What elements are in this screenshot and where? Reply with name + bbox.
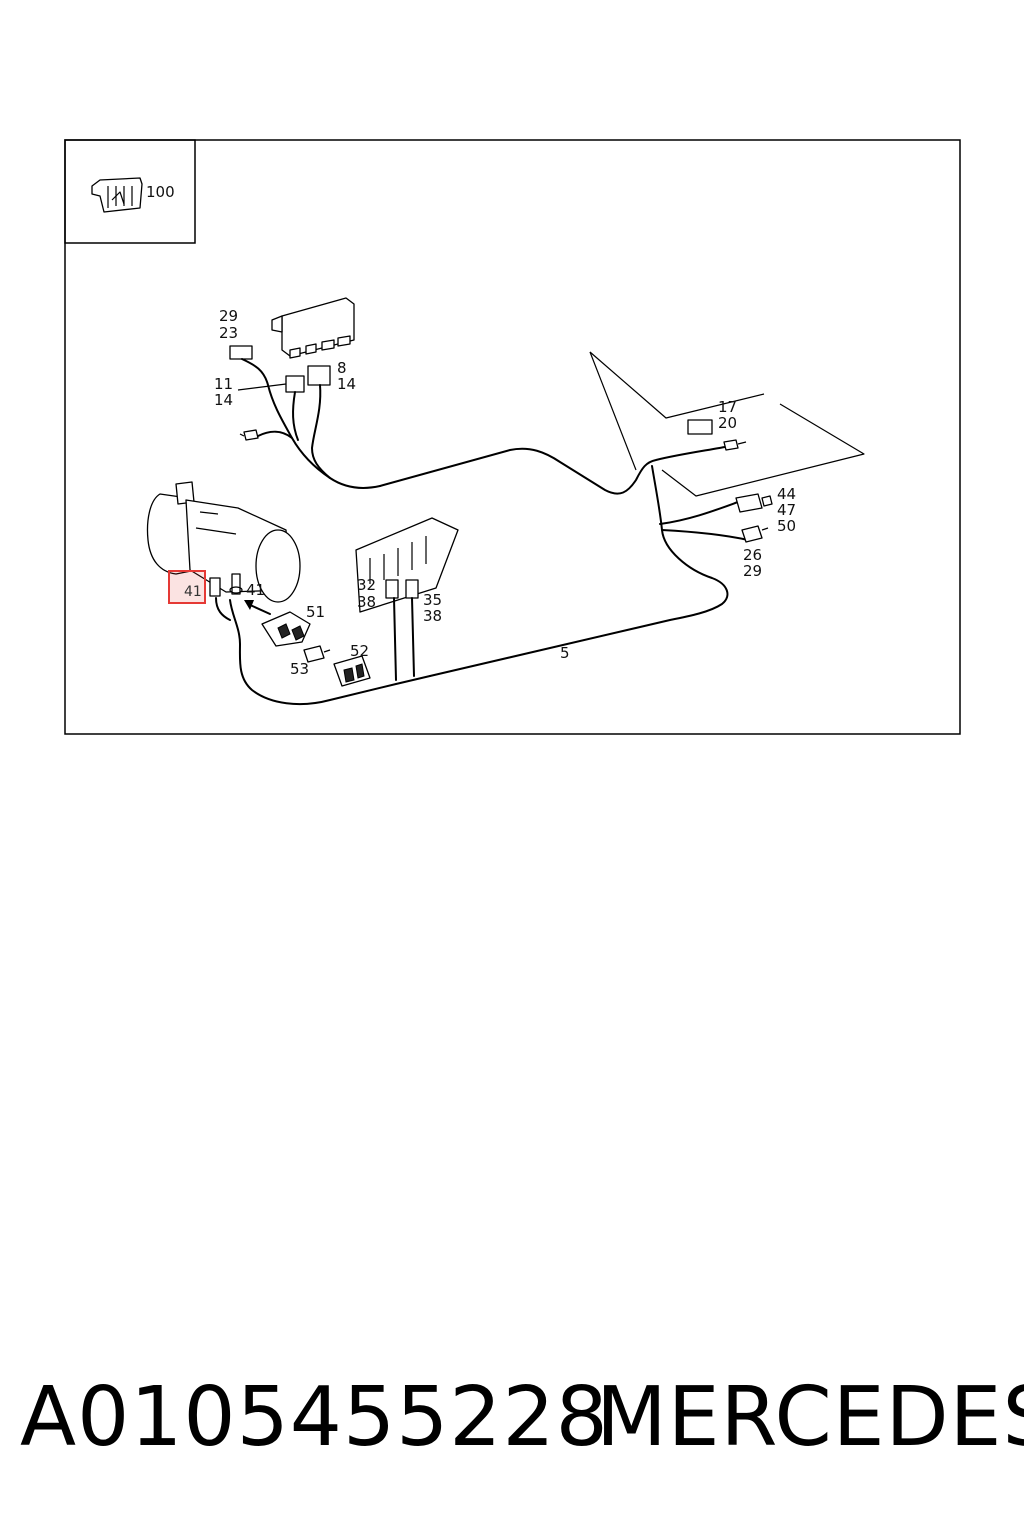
label-sensor-a: 44: [777, 485, 796, 503]
trunk-connector: [687, 419, 713, 435]
connector-29-23: [229, 345, 253, 360]
relay-connector: [285, 375, 305, 393]
label-highlight-part: 41: [184, 584, 202, 600]
label-fuse-a: 32: [357, 576, 376, 594]
label-relay-b: 14: [214, 391, 233, 409]
small-plug: [239, 429, 259, 441]
label-sensor-b: 47: [777, 501, 796, 519]
label-switch: 52: [350, 642, 369, 660]
part-41-left: [209, 577, 221, 597]
label-nozzle: 53: [290, 660, 309, 678]
label-relay2-a: 8: [337, 359, 347, 377]
pump-motor: [146, 481, 301, 603]
label-plug-a: 26: [743, 546, 762, 564]
label-fuse2-b: 38: [423, 607, 442, 625]
label-relay2-b: 14: [337, 375, 356, 393]
inset-module-icon: [91, 177, 143, 213]
label-main-harness: 5: [560, 644, 570, 662]
valve-part: [261, 611, 311, 647]
nozzle-part: [303, 645, 331, 663]
switch-part: [333, 655, 371, 687]
label-sensor-c: 50: [777, 517, 796, 535]
trunk-panel: [589, 351, 865, 497]
trunk-plug: [723, 439, 747, 451]
inset-box: 100: [64, 139, 196, 244]
manufacturer-name: MERCEDES: [596, 1370, 1024, 1465]
label-inset-ref: 100: [146, 183, 175, 201]
label-trunk-a: 17: [718, 398, 737, 416]
control-unit: [271, 297, 355, 359]
plug-26-29: [741, 525, 769, 543]
label-fuse2-a: 35: [423, 591, 442, 609]
label-fuse-b: 38: [357, 593, 376, 611]
fuse-connector-2: [405, 579, 419, 599]
fuse-box: [355, 517, 459, 613]
label-ctrl-a: 29: [219, 307, 238, 325]
part-number: A0105455228: [20, 1370, 609, 1465]
fuse-connector-1: [385, 579, 399, 599]
label-ctrl-b: 23: [219, 324, 238, 342]
part-41-right: [229, 573, 243, 595]
sensor-part: [735, 493, 773, 513]
diagram-frame: [64, 139, 961, 735]
relay2-connector: [307, 365, 331, 386]
highlight-part-41[interactable]: 41: [168, 570, 206, 604]
label-plug-b: 29: [743, 562, 762, 580]
label-relay-a: 11: [214, 375, 233, 393]
label-second-part: 41: [246, 581, 265, 599]
label-valve: 51: [306, 603, 325, 621]
label-trunk-b: 20: [718, 414, 737, 432]
